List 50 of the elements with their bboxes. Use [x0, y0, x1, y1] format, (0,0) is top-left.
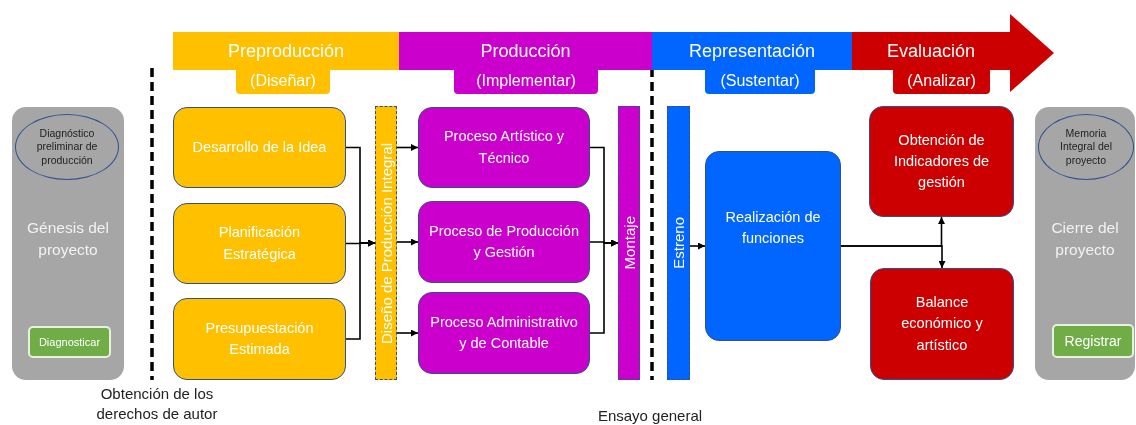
phase-subtitle: (Diseñar): [236, 68, 330, 94]
note-text: Obtención de los derechos de autor: [95, 384, 219, 423]
connector-arrow: [840, 245, 946, 269]
action-button: Diagnosticar: [28, 326, 111, 358]
stage-panel: [12, 107, 124, 380]
box-label: Realización de funciones: [724, 208, 822, 248]
process-box: [173, 203, 346, 284]
note-text: Ensayo general: [596, 406, 704, 425]
phase-subtitle: (Sustentar): [705, 68, 815, 94]
phase-title: Preproducción: [173, 32, 399, 70]
stage-panel: [1035, 107, 1135, 380]
stage-bar: [667, 106, 690, 380]
connector-arrow: [396, 329, 419, 337]
panel-label: Génesis del proyecto: [26, 218, 110, 260]
stage-bar: [375, 106, 397, 380]
phase-title: Representación: [652, 32, 852, 70]
bar-label: Montaje: [620, 216, 638, 270]
connector-arrow: [396, 144, 419, 151]
phase-title: Producción: [399, 32, 652, 70]
process-box: [173, 298, 346, 380]
process-box: [870, 268, 1014, 380]
process-box: [705, 151, 841, 341]
box-label: Balance económico y artístico: [900, 293, 984, 355]
panel-label: Cierre del proyecto: [1050, 218, 1120, 260]
connector-arrow: [589, 239, 619, 334]
stage-bar: [618, 106, 640, 380]
connector-arrow: [345, 239, 376, 340]
phase-subtitle: (Implementar): [454, 68, 598, 94]
action-button: Registrar: [1052, 324, 1134, 358]
process-box: [173, 107, 346, 188]
ellipse-label: Diagnóstico preliminar de producción: [35, 126, 99, 168]
ellipse-label: Memoria Integral del proyecto: [1059, 126, 1113, 168]
box-label: Desarrollo de la Idea: [192, 138, 327, 157]
process-box: [418, 201, 590, 283]
phase-subtitle: (Analizar): [893, 68, 990, 94]
phase-title: Evaluación: [885, 39, 977, 63]
box-label: Presupuestación Estimada: [204, 319, 315, 359]
box-label: Proceso de Producción y Gestión: [428, 222, 580, 262]
process-box: [869, 106, 1014, 217]
bar-label: Estreno: [670, 217, 687, 269]
bar-label: Diseño de Producción Integral: [377, 142, 395, 344]
box-label: Planificación Estratégica: [217, 223, 302, 264]
process-box: [418, 107, 590, 188]
connector-arrow: [396, 238, 419, 246]
box-label: Proceso Administrativo y de Contable: [429, 313, 579, 353]
process-box: [418, 292, 590, 374]
note-ellipse: [1038, 114, 1134, 180]
connector-arrow: [689, 242, 706, 250]
box-label: Proceso Artístico y Técnico: [442, 127, 566, 168]
box-label: Obtención de Indicadores de gestión: [892, 130, 991, 192]
